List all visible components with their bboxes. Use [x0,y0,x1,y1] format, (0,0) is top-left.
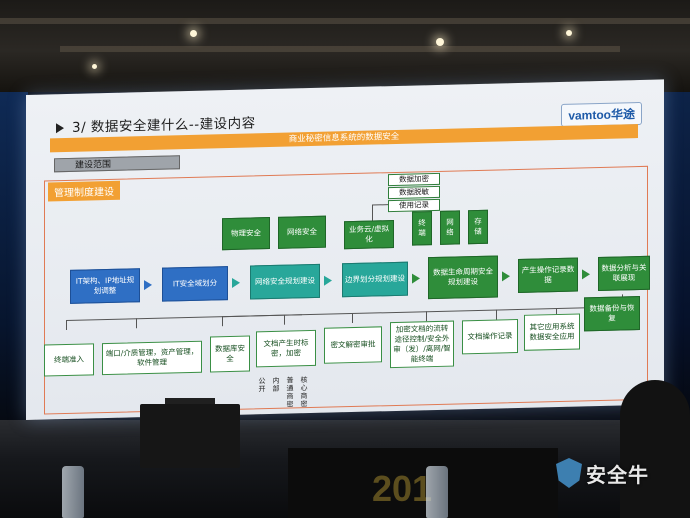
classification-label: 核心商密 [300,376,308,409]
connector [66,319,67,331]
ceiling-beam [0,18,690,24]
frame-label: 管理制度建设 [48,180,120,202]
lower-box: 文档操作记录 [462,318,518,355]
podium [140,404,240,468]
watermark-text: 安全牛 [586,462,649,487]
main-step-4: 边界划分规划建设 [342,261,408,298]
ceiling-light [190,30,197,37]
classification-label: 普通商密 [286,376,294,409]
classification-label: 公开 [258,377,266,394]
slide-title: 3/ 数据安全建什么--建设内容 [56,111,256,136]
stage-monitor [288,448,558,518]
top-list-item: 数据脱敏 [388,185,440,200]
storage-column: 终端 [412,211,432,246]
storage-column: 网络 [440,210,460,245]
arrow-right-icon [502,271,510,282]
connector [352,313,353,324]
ceiling-beam [60,46,620,52]
main-step-1: IT架构、IP地址规划调整 [70,268,140,304]
side-led-wall-right [664,92,690,422]
main-step-3: 网络安全规划建设 [250,263,320,300]
arrow-right-icon [582,269,590,280]
lower-box: 终端准入 [44,343,94,377]
event-year-fragment: 201 [372,468,433,509]
lower-box: 文档产生时标密，加密 [256,329,316,368]
main-step-5: 数据生命周期安全规划建设 [428,255,498,300]
vamtoo-logo: vamtoo华途 [561,101,642,127]
connector [222,316,223,327]
top-list-item: 数据加密 [388,172,440,187]
lower-box: 其它应用系统数据安全应用 [524,313,580,351]
lower-box: 密文解密审批 [324,326,382,364]
arrow-right-icon [324,275,332,286]
upper-box: 网络安全 [278,215,326,249]
top-list-item: 使用记录 [388,198,440,213]
arrow-right-icon [144,279,152,291]
watermark: 安全牛 [556,458,649,488]
arrow-right-icon [232,277,240,288]
projected-slide: 3/ 数据安全建什么--建设内容 vamtoo华途 商业秘密信息系统的数据安全 … [26,79,664,420]
audience-person [620,380,690,518]
side-led-wall-left [0,92,28,422]
ceiling-light [436,38,444,46]
ceiling-light [566,30,572,36]
ceiling-light [92,64,97,69]
upper-box: 物理安全 [222,217,270,251]
classification-label: 内部 [272,376,280,393]
lower-box: 端口/介质管理，资产管理，软件管理 [102,340,202,376]
lower-box: 数据库安全 [210,335,250,373]
shield-icon [556,458,582,488]
connector [496,309,497,320]
storage-column: 存储 [468,209,488,245]
main-step-6: 产生操作记录数据 [518,257,578,293]
connector [426,311,427,322]
main-step-7: 数据分析与关联展现 [598,255,650,292]
water-bottle [62,466,84,518]
scope-tag: 建设范围 [54,155,180,173]
connector [136,318,137,329]
water-bottle [426,466,448,518]
main-step-2: IT安全域划分 [162,266,228,302]
arrow-right-icon [412,273,420,284]
bullet-triangle-icon [56,123,64,134]
upper-box: 业务云/虚拟化 [344,220,394,250]
lower-box: 加密文档的流转途径控制/安全外审（发）/离网/智能终端 [390,320,454,369]
connector [284,314,285,325]
lower-box: 数据备份与恢复 [584,295,640,332]
ceiling [0,0,690,92]
podium-top [165,398,215,406]
